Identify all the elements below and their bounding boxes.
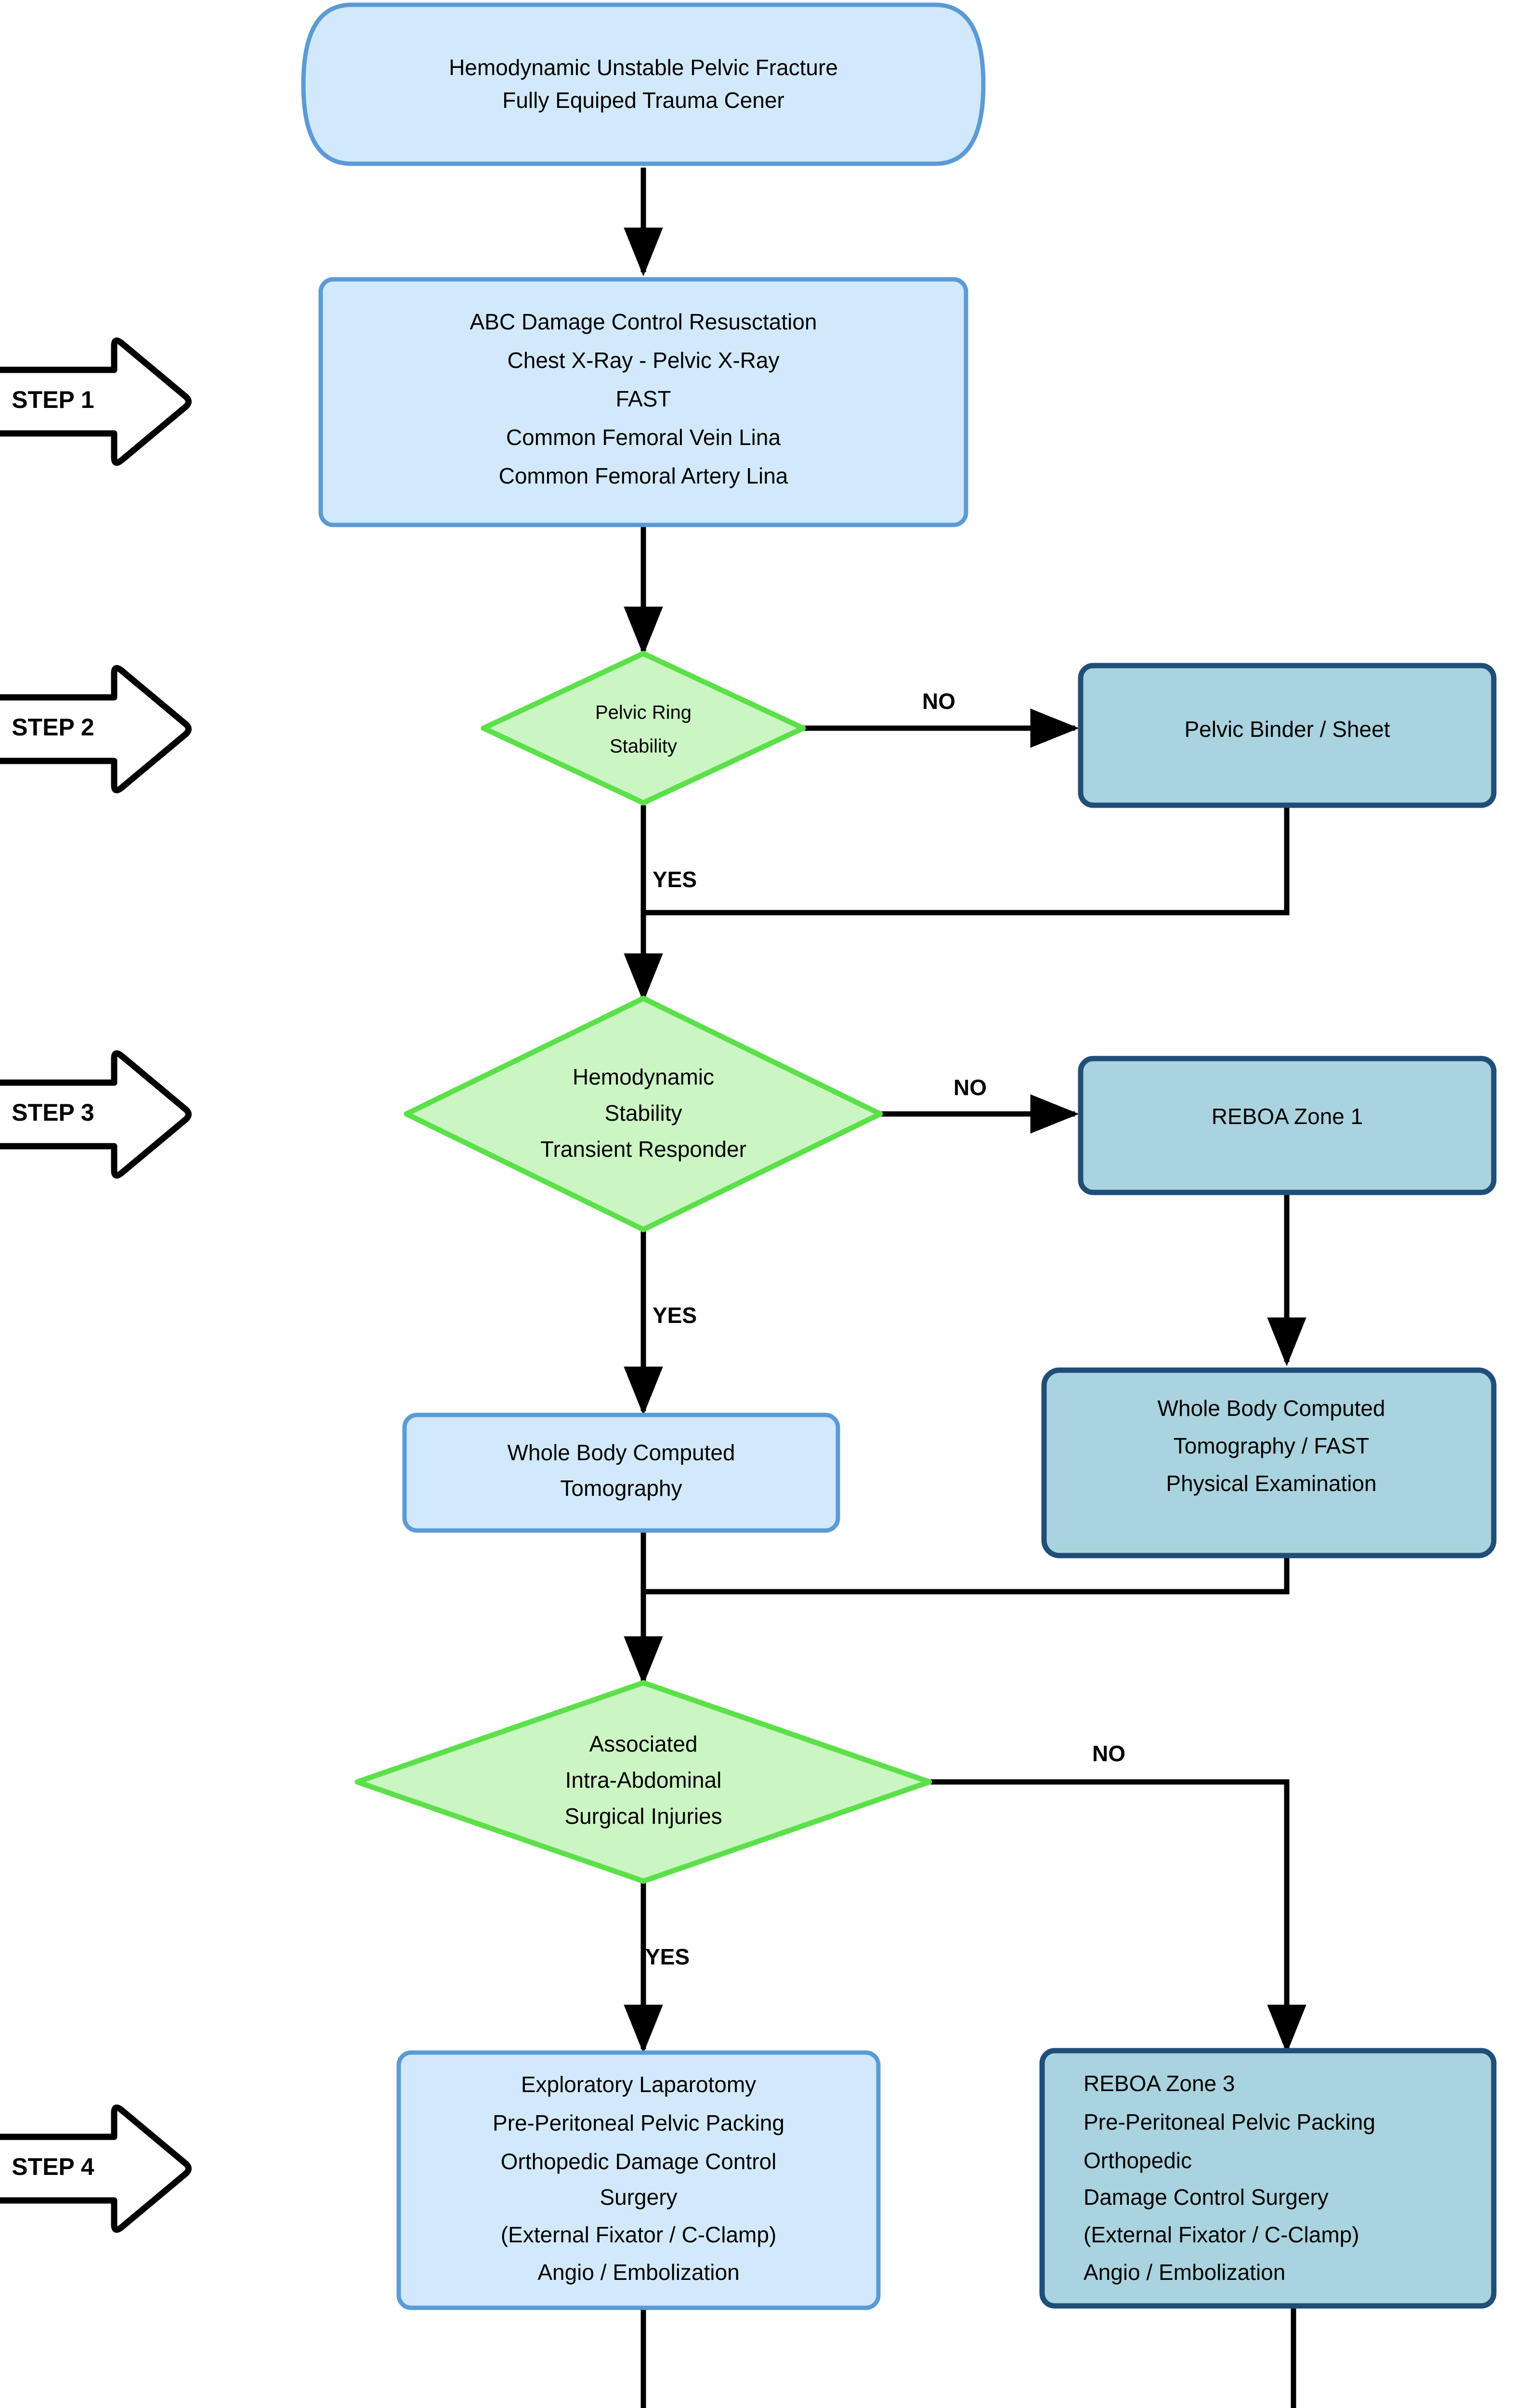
node-associated-injuries[interactable]: Associated Intra-Abdominal Surgical Inju…: [354, 1680, 932, 1884]
step-arrow-4[interactable]: STEP 4: [0, 2104, 192, 2233]
node-laparotomy-shape: [396, 2050, 881, 2310]
node-laparotomy[interactable]: Exploratory Laparotomy Pre-Peritoneal Pe…: [396, 2050, 881, 2310]
node-reboa-zone-1-shape: [1078, 1056, 1497, 1195]
step-4-arrow-icon: [0, 2104, 192, 2233]
node-reboa-zone-1-line-0: REBOA Zone 1: [1212, 1104, 1363, 1129]
step-2-arrow-icon: [0, 665, 192, 794]
node-pelvic-ring-line-0: Pelvic Ring: [595, 702, 692, 723]
node-laparotomy-line-3: Surgery: [600, 2185, 677, 2210]
node-laparotomy-line-4: (External Fixator / C-Clamp): [501, 2222, 777, 2247]
node-start-shape: [301, 2, 986, 166]
step-3-arrow-icon: [0, 1050, 192, 1179]
node-pelvic-ring-stability[interactable]: Pelvic Ring Stability: [481, 651, 806, 806]
node-wbct-right[interactable]: Whole Body Computed Tomography / FAST Ph…: [1041, 1367, 1497, 1558]
node-start[interactable]: Hemodynamic Unstable Pelvic Fracture Ful…: [301, 2, 986, 166]
node-reboa-zone-3-line-0: REBOA Zone 3: [1084, 2071, 1235, 2096]
connector-wbct-right-merge: [643, 1557, 1290, 1595]
node-associated-injuries-line-1: Intra-Abdominal: [565, 1767, 722, 1793]
node-associated-injuries-line-0: Associated: [589, 1731, 697, 1756]
connector-reboa3-to-icu: [1291, 2306, 1296, 2408]
edge-label-injuries-yes: YES: [645, 1944, 690, 1969]
node-hemodynamic-line-1: Stability: [604, 1100, 682, 1125]
node-wbct-right-line-0: Whole Body Computed: [1157, 1396, 1385, 1421]
node-wbct-left-line-0: Whole Body Computed: [507, 1440, 735, 1465]
node-wbct-left-shape: [402, 1413, 840, 1533]
edge-label-ring-yes: YES: [653, 867, 697, 892]
node-reboa-zone-3-line-1: Pre-Peritoneal Pelvic Packing: [1084, 2109, 1375, 2134]
node-laparotomy-line-0: Exploratory Laparotomy: [521, 2072, 756, 2097]
edge-label-hemo-no: NO: [953, 1075, 987, 1100]
step-1-arrow-icon: [0, 337, 192, 466]
node-reboa-zone-3-line-4: (External Fixator / C-Clamp): [1084, 2222, 1359, 2247]
step-3-label: STEP 3: [12, 1099, 94, 1126]
node-laparotomy-line-5: Angio / Embolization: [537, 2260, 739, 2285]
node-start-line-0: Hemodynamic Unstable Pelvic Fracture: [449, 55, 838, 80]
node-resuscitation-line-4: Common Femoral Artery Lina: [499, 463, 788, 488]
node-reboa-zone-1[interactable]: REBOA Zone 1: [1078, 1056, 1497, 1195]
node-reboa-zone-3[interactable]: REBOA Zone 3 Pre-Peritoneal Pelvic Packi…: [1039, 2048, 1497, 2309]
node-wbct-left-line-1: Tomography: [560, 1476, 682, 1501]
node-reboa-zone-3-line-5: Angio / Embolization: [1084, 2260, 1285, 2285]
node-laparotomy-line-2: Orthopedic Damage Control: [501, 2149, 777, 2174]
node-wbct-right-line-1: Tomography / FAST: [1174, 1433, 1370, 1458]
connectors-layer: pelvic binder --> down to hemodynamic di…: [624, 168, 1306, 2408]
node-hemodynamic-stability[interactable]: Hemodynamic Stability Transient Responde…: [404, 995, 883, 1232]
node-pelvic-ring-stability-shape: [481, 651, 806, 806]
node-associated-injuries-line-2: Surgical Injuries: [564, 1804, 722, 1829]
node-start-line-1: Fully Equiped Trauma Cener: [502, 88, 784, 113]
node-reboa-zone-3-line-2: Orthopedic: [1084, 2148, 1192, 2173]
step-arrow-1[interactable]: STEP 1: [0, 337, 192, 466]
node-pelvic-ring-line-1: Stability: [610, 736, 677, 757]
node-hemodynamic-stability-shape: [404, 995, 883, 1232]
node-wbct-right-shape: [1041, 1367, 1497, 1558]
node-wbct-right-line-2: Physical Examination: [1166, 1471, 1376, 1496]
node-pelvic-binder-shape: [1078, 663, 1497, 808]
node-resuscitation-line-0: ABC Damage Control Resusctation: [470, 309, 817, 334]
node-wbct-left[interactable]: Whole Body Computed Tomography: [402, 1413, 840, 1533]
node-hemodynamic-line-2: Transient Responder: [540, 1137, 746, 1162]
node-hemodynamic-line-0: Hemodynamic: [573, 1064, 714, 1089]
node-resuscitation-line-1: Chest X-Ray - Pelvic X-Ray: [508, 348, 780, 373]
node-associated-injuries-shape: [354, 1680, 932, 1884]
edge-label-hemo-yes: YES: [653, 1303, 697, 1328]
edge-label-injuries-no: NO: [1092, 1741, 1125, 1766]
edge-label-ring-no: NO: [922, 689, 955, 714]
step-arrow-2[interactable]: STEP 2: [0, 665, 192, 794]
node-resuscitation-line-3: Common Femoral Vein Lina: [506, 425, 781, 450]
node-reboa-zone-3-shape: [1039, 2048, 1497, 2309]
node-resuscitation-shape: [318, 277, 968, 527]
connector-binder-merge: [643, 807, 1290, 916]
step-4-label: STEP 4: [12, 2153, 94, 2180]
step-1-label: STEP 1: [12, 386, 94, 413]
step-arrow-3[interactable]: STEP 3: [0, 1050, 192, 1179]
node-resuscitation-line-2: FAST: [615, 386, 671, 411]
connector-injuries-no-to-reboa3: [930, 1779, 1306, 2054]
node-pelvic-binder[interactable]: Pelvic Binder / Sheet: [1078, 663, 1497, 808]
node-pelvic-binder-line-0: Pelvic Binder / Sheet: [1184, 717, 1390, 742]
node-laparotomy-line-1: Pre-Peritoneal Pelvic Packing: [493, 2110, 784, 2135]
node-reboa-zone-3-line-3: Damage Control Surgery: [1084, 2185, 1329, 2210]
step-2-label: STEP 2: [12, 714, 94, 741]
node-resuscitation[interactable]: ABC Damage Control Resusctation Chest X-…: [318, 277, 968, 527]
